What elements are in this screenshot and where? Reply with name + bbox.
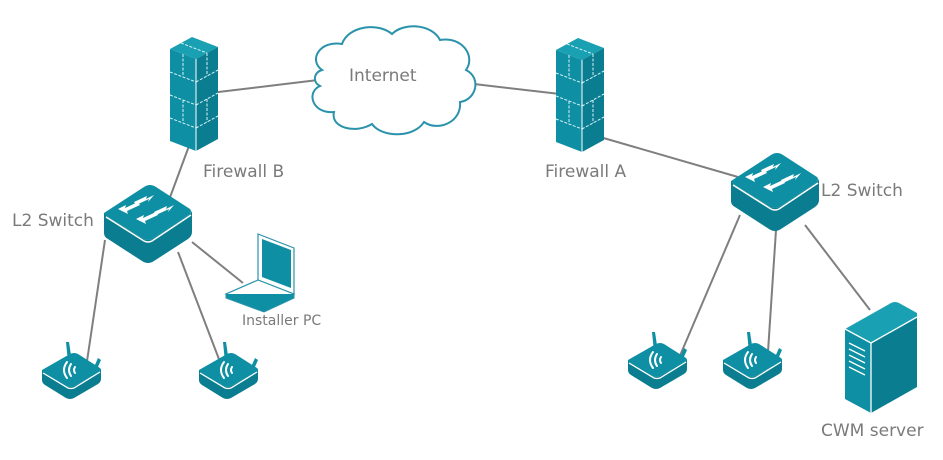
internet-label: Internet xyxy=(349,66,417,86)
access-point-icon[interactable] xyxy=(722,331,783,390)
switch-right-label: L2 Switch xyxy=(821,181,903,201)
cwm-server-label: CWM server xyxy=(821,421,924,441)
cwm-server-icon[interactable] xyxy=(844,301,918,414)
firewall-a-icon[interactable] xyxy=(555,37,605,153)
link-switch-ap-r1 xyxy=(672,214,741,373)
link-switch-installerpc xyxy=(191,241,244,284)
firewall-a-label: Firewall A xyxy=(545,162,627,182)
link-firewallb-internet xyxy=(209,79,319,94)
switch-left-icon[interactable] xyxy=(103,184,193,264)
link-switch-ap-l2 xyxy=(177,251,223,368)
access-point-icon[interactable] xyxy=(627,331,688,390)
installer-pc-label: Installer PC xyxy=(242,313,322,329)
access-point-icon[interactable] xyxy=(41,341,102,400)
link-switch-server xyxy=(804,224,871,311)
installer-pc-laptop-icon[interactable] xyxy=(225,233,295,313)
switch-left-label: L2 Switch xyxy=(12,211,94,231)
switch-right-icon[interactable] xyxy=(730,152,820,232)
links xyxy=(85,79,871,373)
internet-cloud-icon[interactable] xyxy=(311,25,477,136)
link-firewalla-switch xyxy=(599,136,739,178)
link-firewallb-switch xyxy=(168,145,190,201)
access-point-icon[interactable] xyxy=(198,341,259,400)
firewall-b-icon[interactable] xyxy=(169,36,219,152)
link-internet-firewalla xyxy=(473,83,561,95)
link-switch-ap-l1 xyxy=(85,239,106,369)
firewall-b-label: Firewall B xyxy=(203,162,285,182)
link-switch-ap-r2 xyxy=(766,229,777,368)
